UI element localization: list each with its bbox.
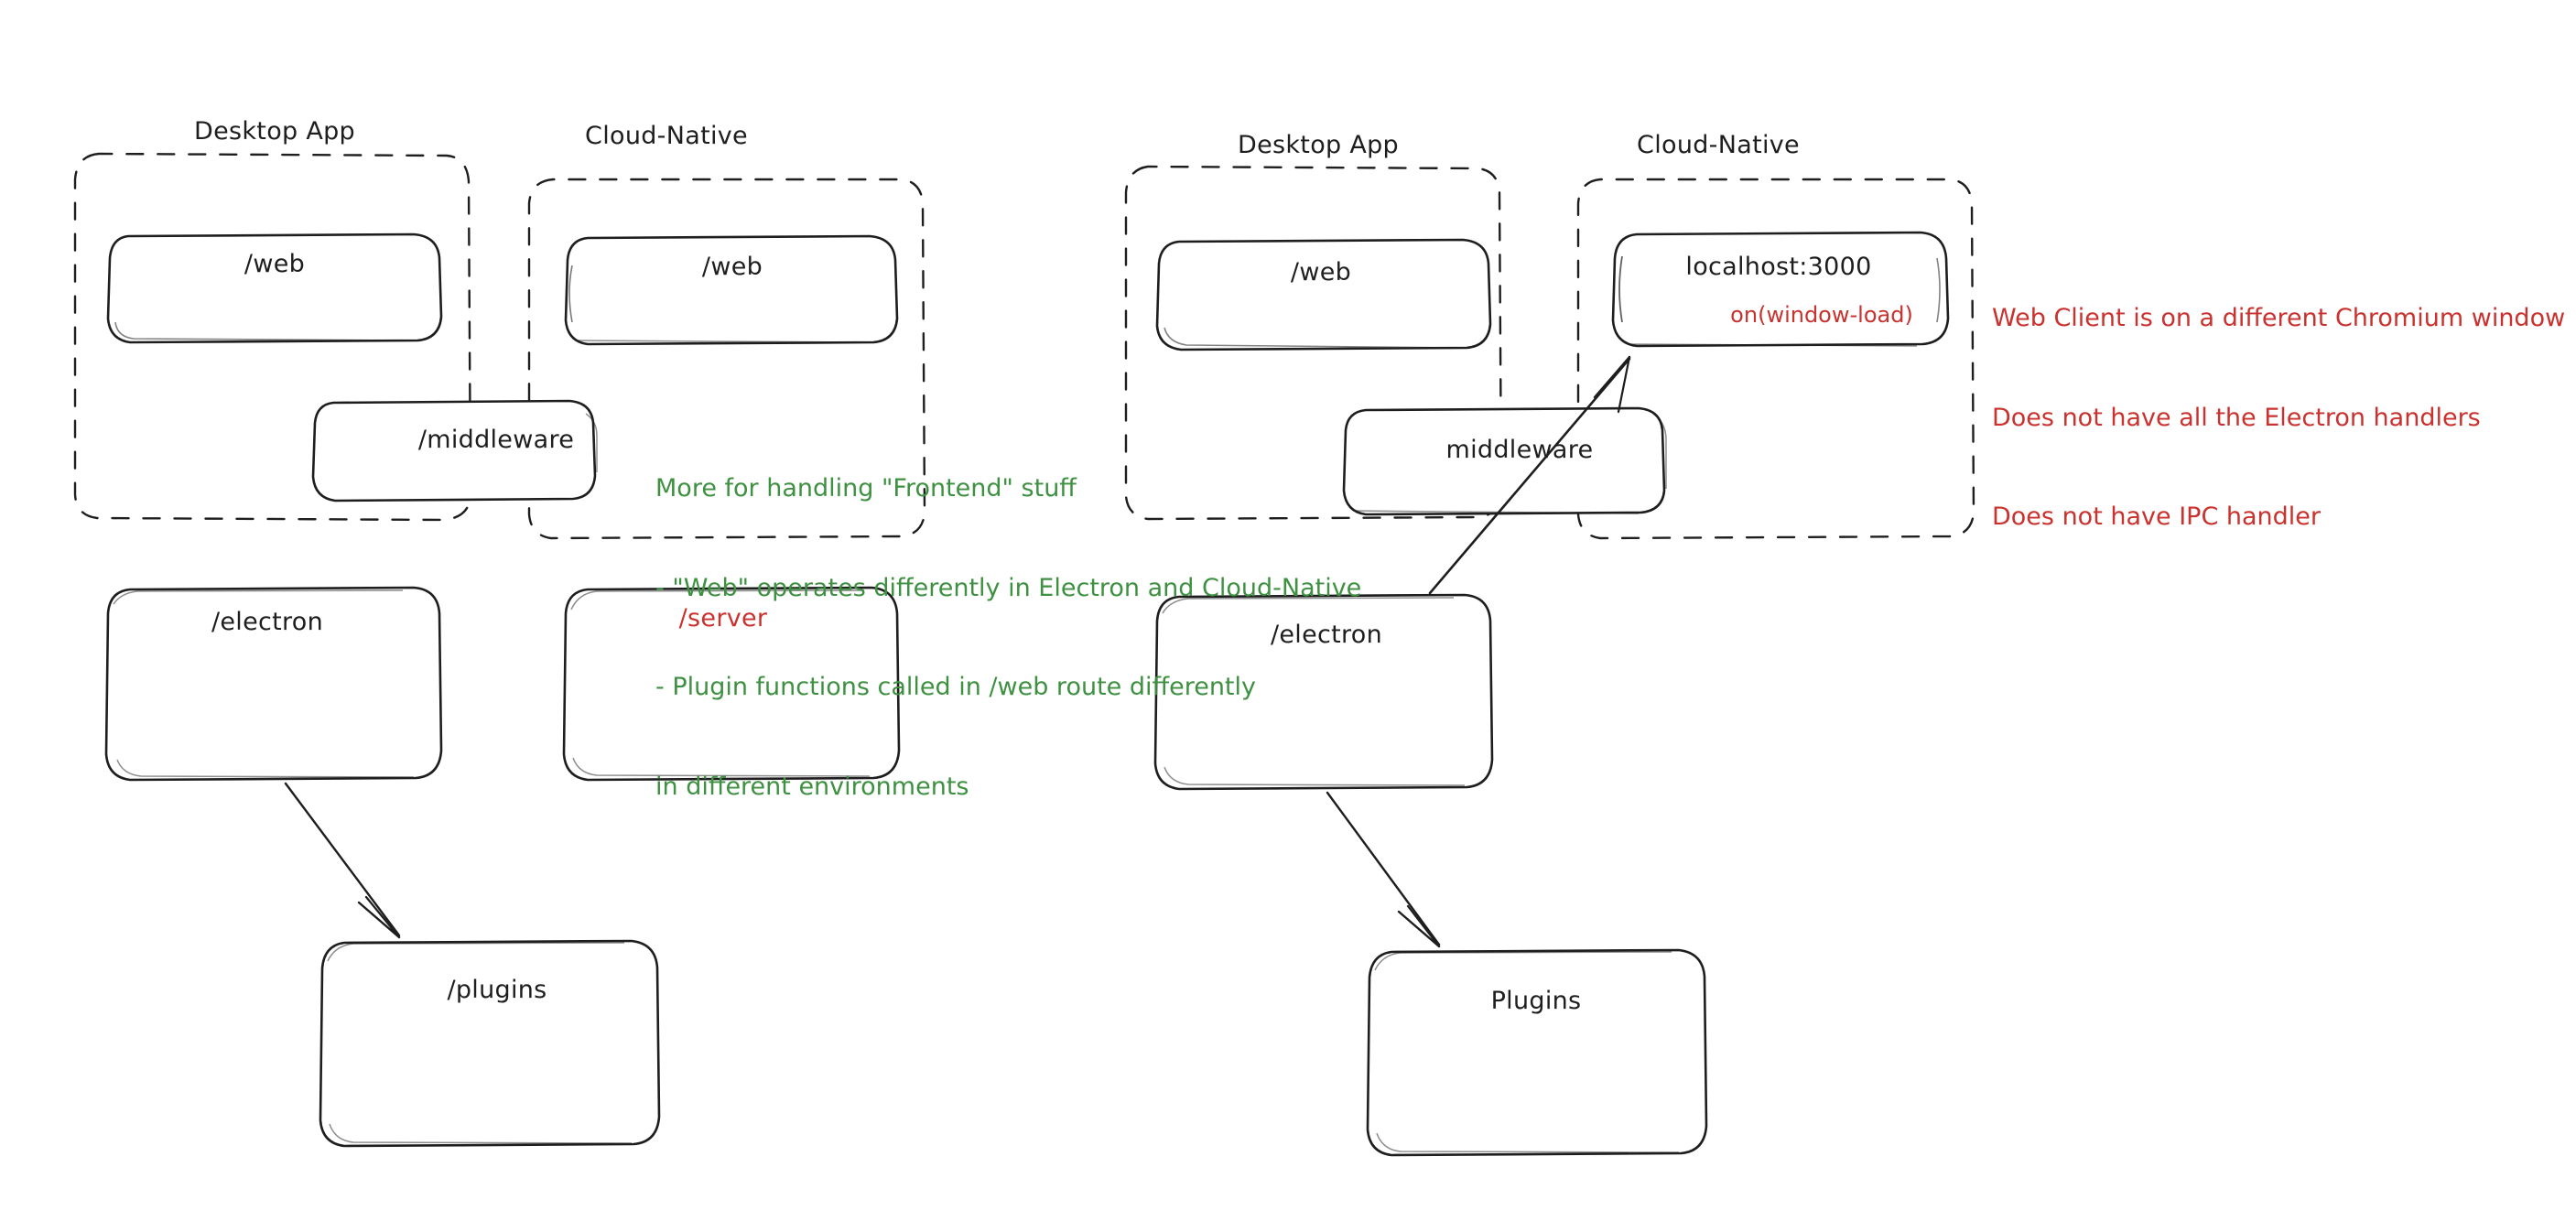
annotation-red-line-1: Web Client is on a different Chromium wi… xyxy=(1992,304,2566,333)
annotation-green-line-3: - Plugin functions called in /web route … xyxy=(655,673,1257,702)
group-right-cloud-native xyxy=(1576,178,1975,540)
node-left-server[interactable] xyxy=(562,586,901,782)
arrow-right-electron-to-plugins xyxy=(1326,791,1441,948)
node-left-cloud-web[interactable] xyxy=(564,234,899,346)
annotation-green-line-1: More for handling "Frontend" stuff xyxy=(655,474,1077,503)
node-left-electron[interactable] xyxy=(104,586,443,782)
arrow-left-electron-to-plugins xyxy=(284,782,401,939)
node-right-electron[interactable] xyxy=(1153,593,1494,791)
node-left-middleware[interactable] xyxy=(311,399,598,503)
annotation-green-line-4: in different environments xyxy=(655,772,969,801)
node-left-web[interactable] xyxy=(106,232,443,344)
node-sublabel-on-window-load: on(window-load) xyxy=(1730,302,1913,328)
node-right-web[interactable] xyxy=(1155,238,1492,351)
node-right-plugins[interactable] xyxy=(1366,948,1708,1157)
annotation-red-line-3: Does not have IPC handler xyxy=(1992,503,2322,532)
annotation-red-note: Web Client is on a different Chromium wi… xyxy=(1992,236,2565,567)
node-left-plugins[interactable] xyxy=(319,939,661,1148)
node-right-localhost[interactable] xyxy=(1611,231,1950,348)
annotation-red-line-2: Does not have all the Electron handlers xyxy=(1992,403,2481,432)
annotation-green-line-2: - "Web" operates differently in Electron… xyxy=(655,573,1362,602)
node-right-middleware[interactable] xyxy=(1342,406,1667,516)
group-left-cloud-native xyxy=(527,178,926,540)
arrow-right-electron-to-localhost xyxy=(1428,355,1631,595)
annotation-green-note: More for handling "Frontend" stuff - "We… xyxy=(655,406,1361,837)
group-left-desktop-app xyxy=(73,152,472,522)
